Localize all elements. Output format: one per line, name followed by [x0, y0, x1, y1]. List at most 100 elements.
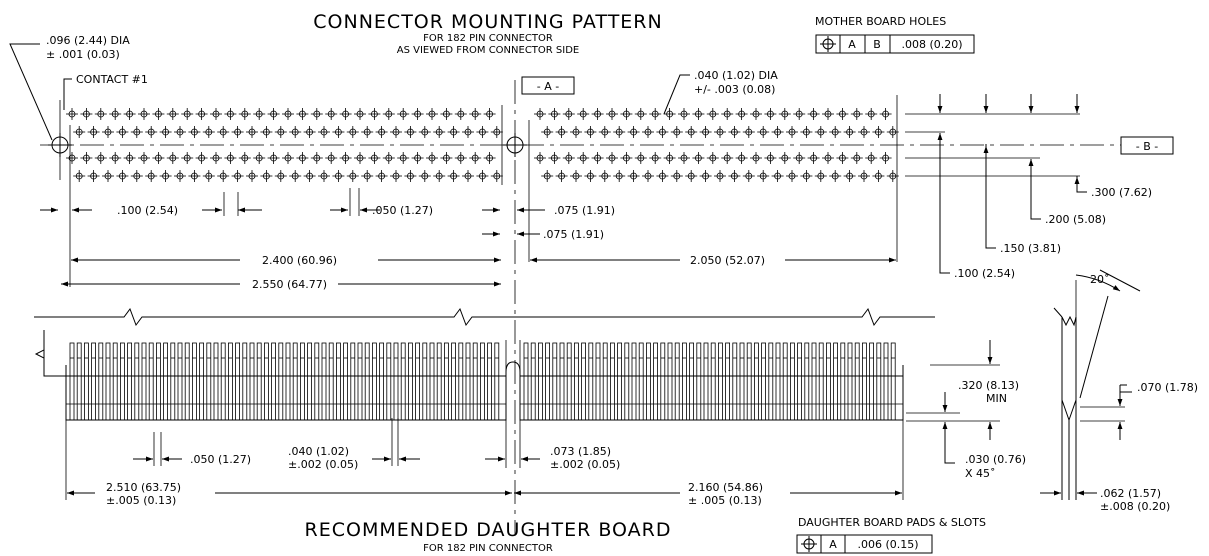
hole-marker [606, 152, 618, 164]
pad-marker [271, 342, 277, 421]
pad-marker [862, 342, 867, 421]
hole-marker [577, 108, 590, 120]
dim-angle-20: 20˚ [1090, 273, 1110, 286]
hole-marker [613, 126, 626, 138]
hole-marker [541, 126, 554, 138]
datum-b-label: - B - [1136, 140, 1159, 153]
dim-073-tol: ±.002 (0.05) [550, 458, 620, 471]
hole-marker [102, 126, 114, 138]
hole-marker [865, 152, 878, 164]
hole-marker [289, 170, 302, 182]
pad-marker [379, 342, 385, 421]
pad-marker [314, 342, 320, 421]
dim-2510-tol: ±.005 (0.13) [106, 494, 176, 507]
pad-marker [602, 342, 608, 421]
hole-marker [274, 170, 287, 182]
pad-marker [357, 342, 363, 421]
hole-marker [591, 152, 604, 164]
pad-marker [538, 342, 543, 421]
pad-marker [184, 342, 190, 421]
hole-marker [764, 152, 777, 164]
small-hole-tol: +/- .003 (0.08) [694, 83, 775, 96]
tolerance-value-pads: .006 (0.15) [857, 538, 918, 551]
datum-ref-a: A [848, 38, 856, 51]
pad-marker [746, 342, 752, 421]
hole-marker [735, 108, 748, 120]
hole-marker [94, 152, 107, 164]
pad-marker [415, 342, 421, 421]
hole-marker [534, 108, 546, 120]
hole-marker [289, 126, 302, 138]
pad-marker [335, 342, 341, 421]
pad-marker [400, 342, 406, 421]
bottom-subtitle: FOR 182 PIN CONNECTOR [423, 543, 553, 554]
hole-marker [469, 152, 482, 164]
hole-marker [584, 170, 597, 182]
hole-marker [836, 152, 849, 164]
bottom-title: RECOMMENDED DAUGHTER BOARD [305, 519, 672, 541]
pad-marker [177, 342, 183, 421]
pad-marker [890, 342, 896, 421]
dim-320: .320 (8.13) [958, 379, 1019, 392]
pad-marker [479, 342, 485, 421]
hole-marker [361, 126, 374, 138]
hole-marker [822, 152, 834, 164]
pad-marker [545, 342, 550, 421]
hole-marker [555, 126, 568, 138]
hole-marker [490, 170, 503, 182]
hole-marker [771, 170, 784, 182]
dim-pitch-100: .100 (2.54) [117, 204, 178, 217]
hole-marker [692, 152, 705, 164]
hole-marker [87, 126, 100, 138]
pad-marker [833, 342, 838, 421]
hole-marker [735, 152, 748, 164]
hole-marker [440, 108, 453, 120]
hole-marker [202, 126, 215, 138]
hole-marker [267, 108, 280, 120]
pad-marker [321, 342, 327, 421]
hole-marker [325, 152, 338, 164]
alignment-hole-left [48, 133, 72, 157]
hole-marker [613, 170, 626, 182]
hole-marker [418, 170, 431, 182]
pad-marker [638, 342, 644, 421]
mother-board-tolerance-frame: A B .008 (0.20) [815, 34, 975, 54]
dimension-070 [1080, 384, 1132, 440]
hole-marker [591, 108, 604, 120]
pad-marker [660, 342, 666, 421]
dim-row-100: .100 (2.54) [954, 267, 1015, 280]
hole-marker [706, 108, 719, 120]
hole-marker [858, 170, 870, 182]
hole-marker [843, 170, 856, 182]
hole-pattern [66, 108, 899, 182]
pad-marker [371, 342, 377, 421]
dim-030: .030 (0.76) [965, 453, 1026, 466]
pad-marker [703, 342, 709, 421]
hole-marker [649, 152, 662, 164]
hole-marker [346, 126, 359, 138]
hole-marker [670, 126, 683, 138]
dim-062: .062 (1.57) [1100, 487, 1161, 500]
small-hole-dia: .040 (1.02) DIA [694, 69, 778, 82]
position-tolerance-icon [801, 536, 817, 552]
hole-marker [454, 152, 467, 164]
hole-marker [231, 126, 244, 138]
pad-marker [631, 342, 637, 421]
hole-marker [534, 152, 546, 164]
hole-marker [238, 152, 251, 164]
hole-marker [462, 126, 474, 138]
hole-marker [66, 152, 78, 164]
hole-marker [339, 108, 352, 120]
hole-marker [361, 170, 374, 182]
hole-marker [195, 108, 208, 120]
daughter-board-break-lines [34, 307, 935, 377]
hole-marker [73, 170, 86, 182]
pitch-dimension [40, 192, 262, 216]
hole-marker [642, 170, 654, 182]
hole-marker [397, 108, 410, 120]
position-tolerance-icon [820, 36, 836, 52]
hole-marker [649, 108, 662, 120]
pad-marker [790, 342, 795, 421]
hole-marker [836, 108, 849, 120]
hole-marker [404, 170, 417, 182]
